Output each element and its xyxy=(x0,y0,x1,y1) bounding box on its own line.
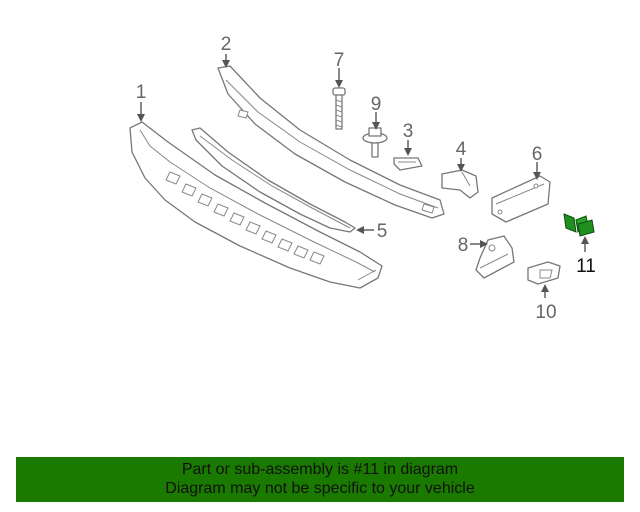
part-5-lower-strip xyxy=(191,127,356,233)
part-notice-banner: Part or sub-assembly is #11 in diagram D… xyxy=(16,457,624,502)
callout-2: 2 xyxy=(221,34,232,55)
part-2-reinforcement xyxy=(217,65,445,219)
part-4-bracket xyxy=(441,169,479,199)
callout-labels: 1 2 3 4 5 6 7 8 9 10 11 xyxy=(136,34,596,323)
banner-disclaimer: Diagram may not be specific to your vehi… xyxy=(165,480,475,497)
part-8-bracket xyxy=(475,235,515,279)
part-10-guide xyxy=(527,261,561,285)
part-3-clip-nut xyxy=(393,157,423,171)
banner-part-reference: Part or sub-assembly is #11 in diagram xyxy=(181,461,459,478)
part-9-screw xyxy=(362,127,388,158)
part-6-mounting-bracket xyxy=(491,175,551,223)
part-11-clip-highlighted xyxy=(563,213,595,237)
callout-9: 9 xyxy=(371,94,382,115)
callout-leaders xyxy=(137,54,589,298)
callout-3: 3 xyxy=(403,121,414,142)
callout-1: 1 xyxy=(136,82,147,103)
callout-4: 4 xyxy=(456,139,467,160)
callout-8: 8 xyxy=(458,235,469,256)
callout-6: 6 xyxy=(532,144,543,165)
callout-5: 5 xyxy=(377,221,388,242)
callout-7: 7 xyxy=(334,50,345,71)
callout-11-highlighted: 11 xyxy=(576,256,596,277)
part-7-bolt xyxy=(332,87,346,130)
part-1-energy-absorber xyxy=(129,121,383,289)
callout-10: 10 xyxy=(535,302,556,323)
